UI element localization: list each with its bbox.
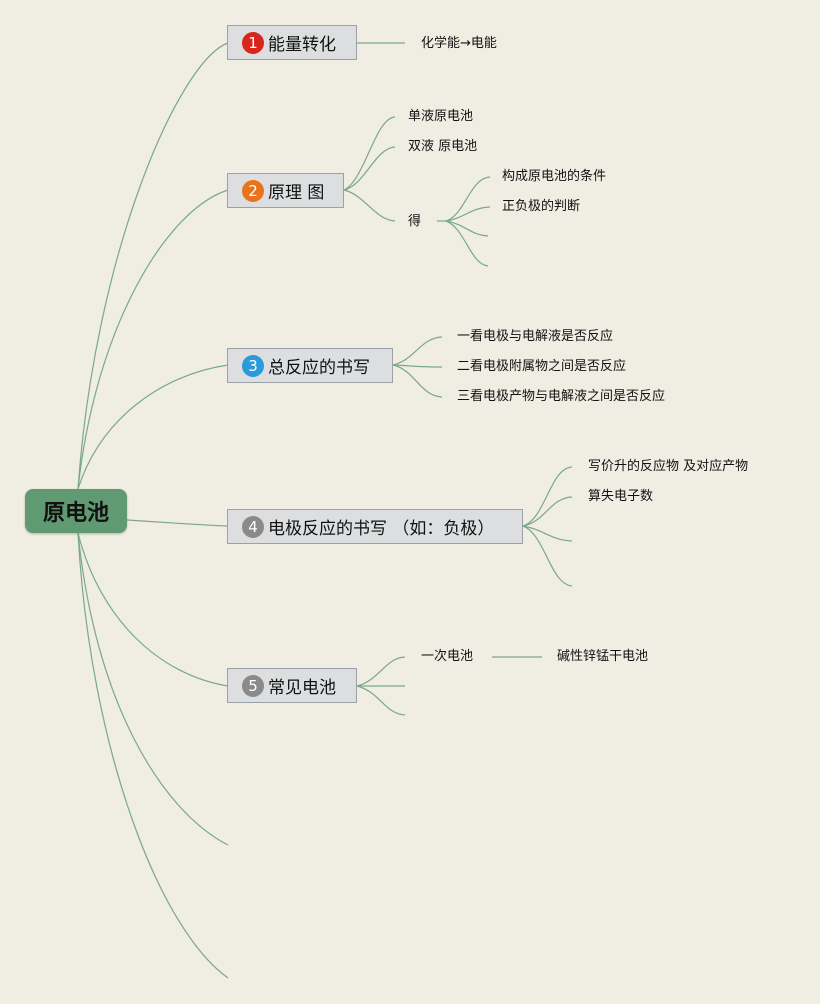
leaf-cell-conditions[interactable]: 构成原电池的条件 [502, 169, 607, 184]
number-badge-3: 3 [242, 354, 264, 377]
link-root-empty2 [77, 532, 229, 979]
leaf-double-liquid-cell[interactable]: 双液 原电池 [408, 139, 478, 154]
link-topic3-leaf2 [392, 364, 443, 368]
root-label: 原电池 [42, 501, 109, 526]
leaf-chemical-to-electric[interactable]: 化学能→电能 [421, 36, 497, 51]
link-root-topic4 [126, 519, 229, 527]
link-de-child2 [445, 206, 491, 222]
link-topic5-leaf1 [356, 656, 406, 687]
topic-common-batteries[interactable]: 5 常见电池 [227, 668, 357, 703]
link-topic4-leaf3 [522, 525, 573, 542]
link-root-topic5 [77, 532, 229, 687]
topic-energy-conversion[interactable]: 1 能量转化 [227, 25, 357, 60]
leaf-check-products-electrolyte[interactable]: 三看电极产物与电解液之间是否反应 [457, 389, 666, 404]
topic-label: 电极反应的书写 （如：负极） [268, 519, 495, 539]
link-topic3-leaf1 [392, 336, 443, 366]
link-topic2-leaf2 [343, 146, 396, 191]
topic-label: 原理 图 [268, 183, 325, 203]
leaf-write-reactants-products[interactable]: 写价升的反应物 及对应产物 [588, 459, 749, 474]
number-badge-1: 1 [242, 31, 264, 54]
leaf-electrode-polarity[interactable]: 正负极的判断 [502, 199, 581, 214]
root-node[interactable]: 原电池 [25, 489, 127, 533]
link-de-child1 [445, 176, 491, 222]
link-topic2-leaf1 [343, 116, 396, 191]
link-topic4-leaf2 [522, 496, 573, 527]
number-badge-5: 5 [242, 674, 264, 697]
topic-overall-reaction[interactable]: 3 总反应的书写 [227, 348, 393, 383]
leaf-de[interactable]: 得 [408, 214, 422, 229]
topic-label: 能量转化 [268, 35, 336, 55]
topic-label: 常见电池 [268, 678, 336, 698]
link-root-empty1 [77, 532, 229, 846]
leaf-count-electrons[interactable]: 算失电子数 [588, 489, 654, 504]
leaf-single-liquid-cell[interactable]: 单液原电池 [408, 109, 474, 124]
topic-electrode-reaction[interactable]: 4 电极反应的书写 （如：负极） [227, 509, 523, 544]
leaf-check-electrode-attachments[interactable]: 二看电极附属物之间是否反应 [457, 359, 627, 374]
link-de-child4 [445, 220, 489, 267]
link-topic4-leaf1 [522, 466, 573, 527]
link-topic2-leaf3 [343, 189, 396, 222]
leaf-check-electrode-electrolyte[interactable]: 一看电极与电解液是否反应 [457, 329, 614, 344]
number-badge-2: 2 [242, 179, 264, 202]
link-topic5-leaf3 [356, 685, 406, 716]
leaf-alkaline-zinc-manganese[interactable]: 碱性锌锰干电池 [557, 649, 649, 664]
topic-principle-diagram[interactable]: 2 原理 图 [227, 173, 344, 208]
link-root-topic1 [77, 42, 229, 490]
link-root-topic2 [77, 189, 229, 490]
link-root-topic3 [77, 364, 229, 490]
topic-label: 总反应的书写 [268, 358, 370, 378]
leaf-primary-battery[interactable]: 一次电池 [421, 649, 474, 664]
link-topic4-leaf4 [522, 525, 573, 587]
link-topic3-leaf3 [392, 364, 443, 398]
link-de-child3 [445, 220, 489, 237]
number-badge-4: 4 [242, 515, 264, 538]
